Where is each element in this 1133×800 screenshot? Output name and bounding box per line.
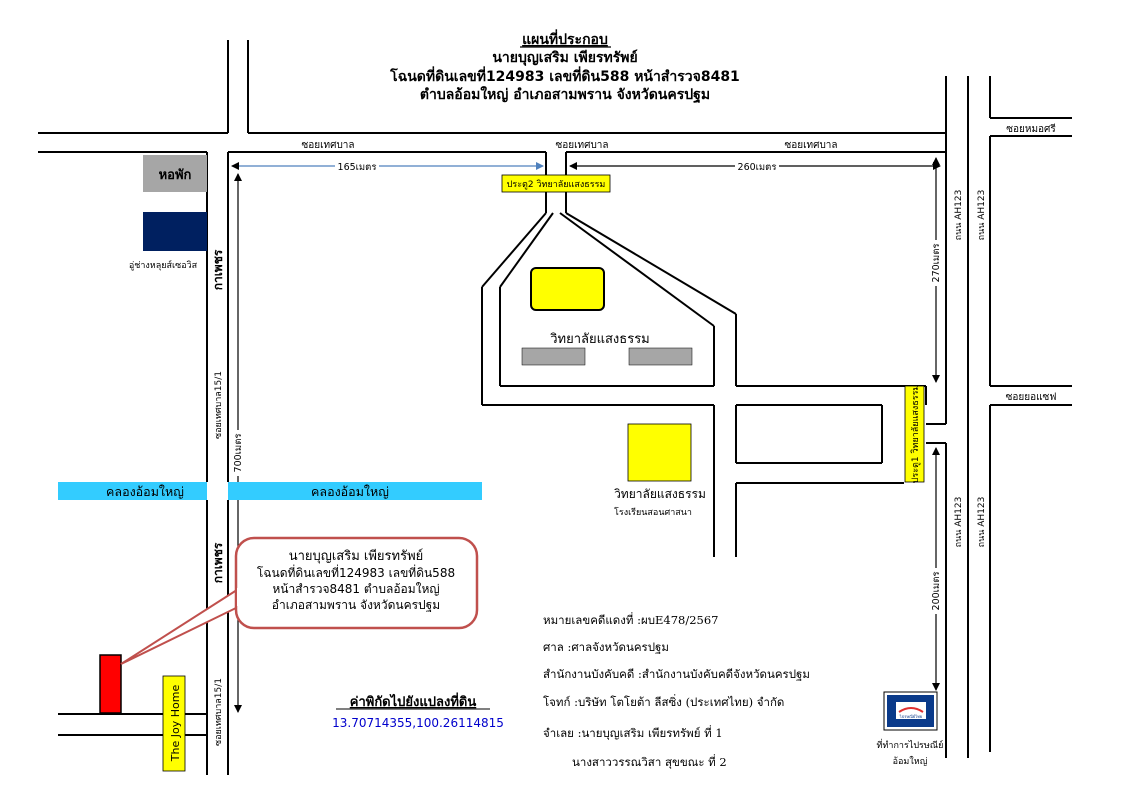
soi-thetsaban-15-label-upper: ซอยเทศบาล15/1: [214, 371, 224, 439]
map-title: แผนที่ประกอบ: [522, 29, 608, 48]
case-office: สำนักงานบังคับคดี :สำนักงานบังคับคดีจังห…: [543, 667, 810, 681]
school-label: โรงเรียนสอนศาสนา: [614, 507, 692, 518]
canal-strip: [58, 482, 482, 500]
gate2-sign: [501, 174, 611, 193]
land-plot: [99, 654, 122, 714]
ah123-label-4: ถนน AH123: [977, 497, 987, 548]
ah123-label-1: ถนน AH123: [954, 190, 964, 241]
soi-mor-sri-label: ซอยหมอศรี: [1006, 123, 1056, 135]
case-number: หมายเลขคดีแดงที่ :ผบE478/2567: [543, 612, 719, 627]
soi-thetsaban-label-right: ซอยเทศบาล: [784, 140, 837, 151]
soi-thetsaban-label-left: ซอยเทศบาล: [301, 140, 354, 151]
distance-700-label: 700เมตร: [233, 434, 244, 473]
dorm-label: หอพัก: [159, 168, 192, 183]
college-lower-building: [627, 423, 692, 482]
distance-165-label: 165เมตร: [338, 162, 377, 173]
college-lower-label: วิทยาลัยแสงธรรม: [614, 487, 706, 501]
distance-200-label: 200เมตร: [931, 572, 942, 611]
college-annex-right: [628, 347, 693, 366]
callout-line3: หน้าสำรวจ8481 ตำบลอ้อมใหญ่: [272, 582, 439, 596]
soi-thetsaban-15-label-lower: ซอยเทศบาล15/1: [214, 678, 224, 746]
coords-value: 13.70714355,100.26114815: [332, 716, 504, 730]
post-office-logo: [883, 691, 938, 731]
distance-270-label: 270เมตร: [931, 244, 942, 283]
canal-label-left: คลองอ้อมใหญ่: [106, 484, 184, 499]
case-defendant-1: จำเลย :นายบุญเสริม เพียรทรัพย์ ที่ 1: [543, 725, 723, 740]
ah123-label-2: ถนน AH123: [977, 190, 987, 241]
deed-info: โฉนดที่ดินเลขที่124983 เลขที่ดิน588 หน้า…: [389, 66, 740, 85]
canal-label-right: คลองอ้อมใหญ่: [311, 484, 389, 499]
owner-callout: [120, 536, 479, 665]
college-main-label: วิทยาลัยแสงธรรม: [550, 332, 650, 347]
soi-yor-shef-label: ซอยยอแซฟ: [1006, 392, 1057, 403]
kaphet-road-label-lower: กาเพชร: [211, 542, 225, 583]
kaphet-road-label-upper: กาเพชร: [211, 249, 225, 290]
joy-home-label: The Joy Home: [169, 685, 182, 763]
location-info: ตำบลอ้อมใหญ่ อำเภอสามพราน จังหวัดนครปฐม: [420, 85, 710, 104]
post-office-label-line2: อ้อมใหญ่: [893, 756, 928, 767]
gate2-label: ประตู2 วิทยาลัยแสงธรรม: [507, 179, 606, 190]
case-defendant-2: นางสาววรรณวิสา สุขขณะ ที่ 2: [572, 754, 727, 769]
post-logo-text: ไปรษณีย์ไทย: [899, 714, 922, 719]
dorm-building: [143, 155, 207, 192]
callout-line1: นายบุญเสริม เพียรทรัพย์: [289, 548, 424, 564]
gate1-label: ประตู1 วิทยาลัยแสงธรรม: [910, 385, 921, 484]
college-annex-left: [521, 347, 586, 366]
distance-260-label: 260เมตร: [738, 162, 777, 173]
gate1-sign: [904, 385, 925, 483]
garage-building: [143, 212, 207, 251]
callout-line4: อำเภอสามพราน จังหวัดนครปฐม: [272, 598, 440, 612]
case-plaintiff: โจทก์ :บริษัท โตโยต้า ลีสซิ่ง (ประเทศไทย…: [543, 694, 784, 709]
owner-name: นายบุญเสริม เพียรทรัพย์: [492, 49, 637, 66]
joy-home-sign: [162, 675, 186, 772]
college-main-building: [530, 267, 605, 311]
soi-thetsaban-label-mid: ซอยเทศบาล: [555, 140, 608, 151]
ah123-label-3: ถนน AH123: [954, 497, 964, 548]
post-office-label-line1: ที่ทำการไปรษณีย์: [877, 738, 944, 751]
case-court: ศาล :ศาลจังหวัดนครปฐม: [543, 640, 669, 654]
coords-heading: ค่าพิกัดไปยังแปลงที่ดิน: [350, 692, 477, 710]
garage-label: อู่ช่างหลุยส์เซอวิส: [129, 259, 198, 271]
callout-line2: โฉนดที่ดินเลขที่124983 เลขที่ดิน588: [257, 564, 455, 580]
